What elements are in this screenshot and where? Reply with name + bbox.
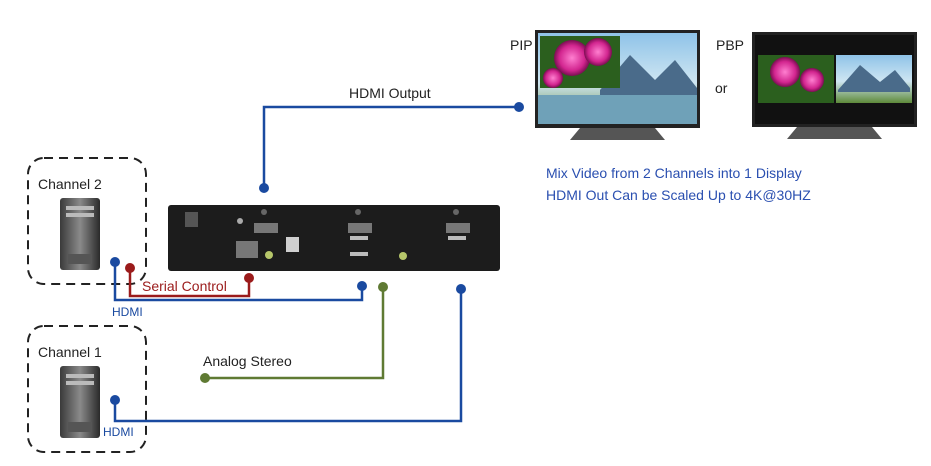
pbp-stand (787, 127, 882, 139)
control-port (236, 241, 258, 258)
hdmi-output-port-dot (259, 183, 269, 193)
hdmi-ch1-line (113, 289, 463, 423)
audio-jack-icon (265, 251, 273, 259)
pbp-label: PBP (716, 37, 744, 53)
pip-switcher-device (168, 205, 500, 271)
hdmi-ch1-dot (456, 284, 466, 294)
serial-dot (244, 273, 254, 283)
hdmi-ch2-line (113, 262, 364, 302)
port-screw (453, 209, 459, 215)
channel2-label: Channel 2 (38, 176, 102, 192)
port-tag (448, 236, 466, 240)
hdmi-output-label: HDMI Output (349, 85, 431, 101)
pip-flower (554, 40, 590, 76)
analog-stereo-label: Analog Stereo (203, 353, 292, 369)
pbp-mountain (838, 65, 910, 92)
channel2-pc-tower (60, 198, 100, 270)
channel1-box (27, 325, 147, 453)
hdmi-output-dot (514, 102, 524, 112)
serial-control-line (128, 268, 251, 298)
hdmi-ch1-dot (110, 395, 120, 405)
hdmi-ch2-label: HDMI (112, 305, 143, 319)
or-label: or (715, 80, 728, 96)
analog-dot (378, 282, 388, 292)
hdmi-ch2-dot (110, 257, 120, 267)
pip-label: PIP (510, 37, 533, 53)
channel1-pc-tower (60, 366, 100, 438)
pip-flower (543, 68, 563, 88)
hdmi-input2-port (348, 223, 372, 233)
serial-control-label: Serial Control (142, 278, 227, 294)
pip-lake (538, 95, 697, 124)
hdmi-input1-port (446, 223, 470, 233)
power-jack (185, 212, 198, 227)
port-tag (350, 236, 368, 240)
pip-monitor (535, 30, 700, 140)
hdmi-ch2-dot (357, 281, 367, 291)
channel2-box (27, 157, 147, 285)
port-screw (355, 209, 361, 215)
pip-flower (584, 38, 612, 66)
pbp-monitor (752, 32, 917, 139)
port-tag (350, 252, 368, 256)
hdmi-out-port (254, 223, 278, 233)
hdmi-output-line (262, 105, 519, 188)
optical-port (286, 237, 299, 252)
info-text-line2: HDMI Out Can be Scaled Up to 4K@30HZ (546, 187, 811, 203)
port-screw (261, 209, 267, 215)
channel1-label: Channel 1 (38, 344, 102, 360)
pip-mountain (600, 55, 697, 100)
serial-dot (125, 263, 135, 273)
pbp-flower (800, 68, 824, 92)
audio-jack-icon (399, 252, 407, 260)
analog-dot (200, 373, 210, 383)
info-text-line1: Mix Video from 2 Channels into 1 Display (546, 165, 802, 181)
device-led (237, 218, 243, 224)
pip-stand (570, 128, 665, 140)
hdmi-ch1-label: HDMI (103, 425, 134, 439)
analog-stereo-line (205, 287, 385, 380)
pbp-flower (770, 57, 800, 87)
